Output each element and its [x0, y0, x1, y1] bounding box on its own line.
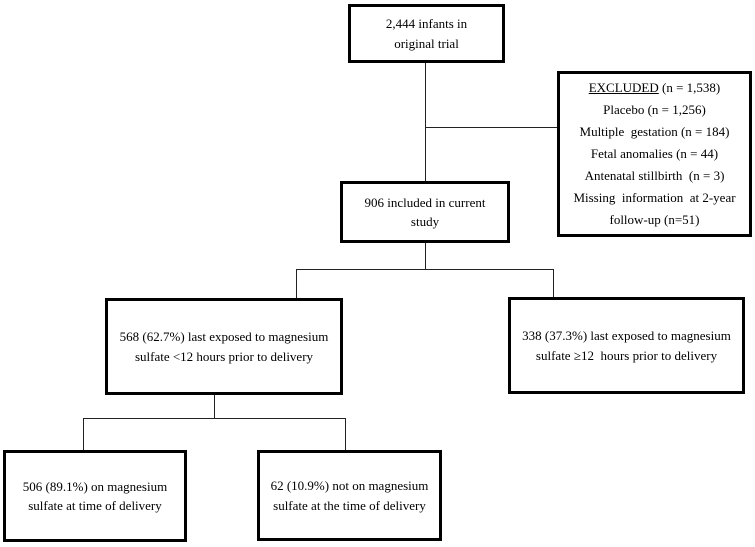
box-on-magnesium-at-delivery: 506 (89.1%) on magnesium sulfate at time… — [3, 450, 187, 542]
connector-drop-lt12 — [296, 269, 297, 298]
excluded-heading-label: EXCLUDED — [588, 80, 659, 95]
box-exposed-lt12-hours-text: 568 (62.7%) last exposed to magnesium su… — [119, 329, 329, 364]
excluded-item-fetal-anomalies: Fetal anomalies (n = 44) — [590, 146, 719, 161]
box-exposed-ge12-hours: 338 (37.3%) last exposed to magnesium su… — [508, 297, 745, 394]
excluded-heading: EXCLUDED (n = 1,538) — [589, 77, 721, 99]
box-included-current-study: 906 included in current study — [340, 181, 510, 243]
box-included-current-study-text: 906 included in current study — [364, 194, 486, 230]
connector-drop-ge12 — [553, 269, 554, 297]
connector-included-to-split — [425, 243, 426, 269]
excluded-item-antenatal-stillbirth: Antenatal stillbirth (n = 3) — [584, 168, 725, 183]
box-not-on-magnesium-at-delivery: 62 (10.9%) not on magnesium sulfate at t… — [257, 450, 442, 541]
box-exposed-ge12-hours-text: 338 (37.3%) last exposed to magnesium su… — [522, 328, 731, 363]
box-original-trial: 2,444 infants in original trial — [348, 4, 505, 63]
box-not-on-magnesium-at-delivery-text: 62 (10.9%) not on magnesium sulfate at t… — [270, 478, 429, 513]
connector-to-excluded — [426, 127, 557, 128]
box-excluded: EXCLUDED (n = 1,538) Placebo (n = 1,256)… — [557, 71, 752, 237]
excluded-heading-count: (n = 1,538) — [658, 80, 721, 95]
excluded-item-placebo: Placebo (n = 1,256) — [603, 102, 706, 117]
box-on-magnesium-at-delivery-text: 506 (89.1%) on magnesium sulfate at time… — [22, 478, 168, 514]
connector-drop-on-mg — [83, 418, 84, 450]
connector-lt12-to-split — [214, 395, 215, 418]
connector-split-delivery — [83, 418, 346, 419]
excluded-item-multiple-gestation: Multiple gestation (n = 184) — [579, 124, 730, 139]
connector-original-to-included — [425, 63, 426, 181]
connector-drop-not-on-mg — [345, 418, 346, 450]
connector-split-exposure — [296, 269, 554, 270]
excluded-item-missing-information: Missing information at 2-year follow-up … — [573, 190, 736, 227]
box-original-trial-text: 2,444 infants in original trial — [385, 16, 468, 51]
box-exposed-lt12-hours: 568 (62.7%) last exposed to magnesium su… — [105, 298, 343, 395]
